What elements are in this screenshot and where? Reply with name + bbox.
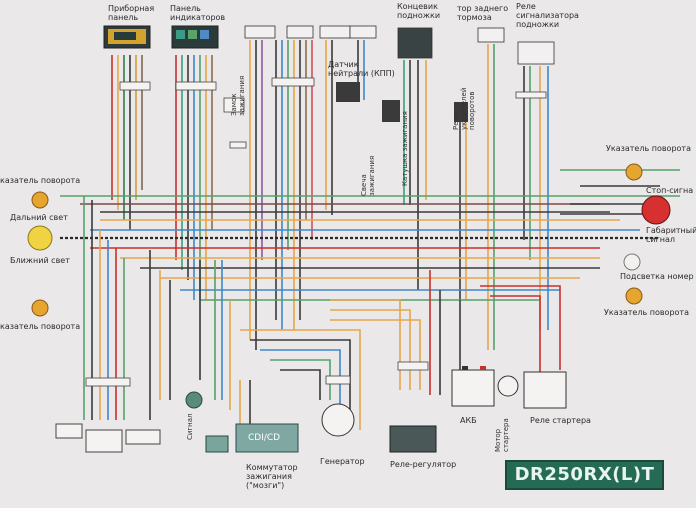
turn-relay-body bbox=[454, 102, 468, 122]
neutral-sensor-body bbox=[336, 82, 360, 102]
ignition-coil-body bbox=[382, 100, 400, 122]
commutator-body bbox=[235, 423, 299, 453]
starter-relay-body bbox=[523, 371, 567, 409]
turn-signal-right-front-label: Указатель поворота bbox=[606, 144, 691, 153]
commutator-chip-label: CDI/CD bbox=[248, 433, 281, 443]
turn-lamp-right-front bbox=[625, 163, 643, 181]
plate-lamp bbox=[623, 253, 641, 271]
model-badge: DR250RX(L)T bbox=[505, 460, 664, 490]
starter-relay-label: Реле стартера bbox=[530, 416, 591, 425]
high-beam-label: Дальний свет bbox=[10, 213, 68, 222]
turn-lamp-right-rear bbox=[625, 287, 643, 305]
battery-body bbox=[451, 369, 495, 407]
low-beam-label: Ближний свет bbox=[10, 256, 70, 265]
starter-motor-body bbox=[497, 375, 519, 397]
horn-label: Сигнал bbox=[186, 413, 194, 440]
turn-lamp-left-front bbox=[31, 191, 49, 209]
battery-label: АКБ bbox=[460, 416, 477, 425]
headlight-lamp bbox=[27, 225, 53, 251]
turn-signal-left-front-label: казатель поворота bbox=[0, 176, 81, 185]
plate-light-label: Подсветка номер bbox=[620, 272, 694, 281]
regulator-body bbox=[389, 425, 437, 453]
generator-label: Генератор bbox=[320, 457, 365, 466]
turn-lamp-left-rear bbox=[31, 299, 49, 317]
indicator-panel-component bbox=[171, 25, 219, 49]
turn-signal-right-rear-label: Указатель поворота bbox=[604, 308, 689, 317]
horn-body bbox=[185, 391, 203, 409]
stop-signal-label: Стоп-сигна bbox=[646, 186, 694, 195]
ignition-coil-label: Катушка зажигания bbox=[401, 111, 409, 186]
generator-body bbox=[321, 403, 355, 437]
turn-signal-left-rear-label: казатель поворота bbox=[0, 322, 81, 331]
regulator-label: Реле-регулятор bbox=[390, 460, 457, 469]
dashboard-component bbox=[103, 25, 151, 49]
stop-lamp bbox=[641, 195, 671, 225]
